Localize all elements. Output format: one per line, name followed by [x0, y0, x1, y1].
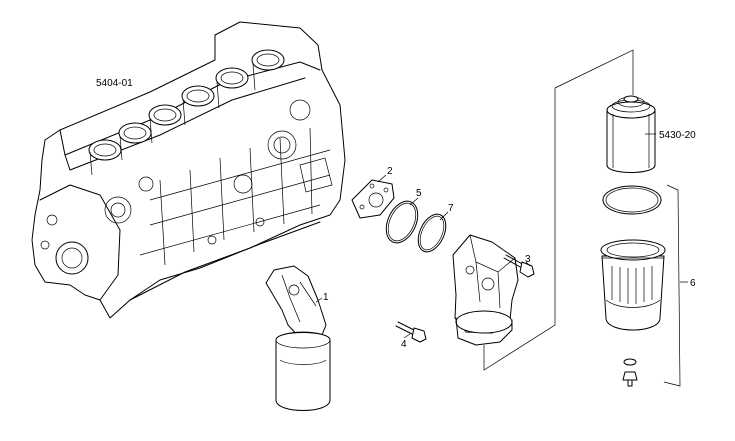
- cylinder-bores: [88, 49, 285, 161]
- leader-lines: [315, 49, 688, 387]
- label-filter-housing: 1: [323, 292, 329, 303]
- bowl-o-ring: [602, 185, 662, 215]
- oil-filter-cartridge: [606, 95, 656, 173]
- label-filter-bowl-group: 6: [690, 278, 696, 289]
- label-engine-block: 5404-01: [96, 78, 133, 89]
- filter-head-adapter: [452, 234, 519, 346]
- o-ring-7: [417, 213, 447, 253]
- label-screw-3: 3: [525, 254, 531, 265]
- o-ring-5: [385, 200, 419, 244]
- screw-4: [395, 321, 427, 343]
- label-o-ring-7: 7: [448, 203, 454, 214]
- screw-3: [503, 254, 535, 278]
- label-filter-cartridge: 5430-20: [659, 130, 696, 141]
- drain-plug: [622, 371, 638, 387]
- gasket-plate: [351, 179, 395, 219]
- engine-block: [31, 21, 346, 319]
- label-screw-4: 4: [401, 339, 407, 350]
- filter-housing: [265, 265, 331, 411]
- label-o-ring-5: 5: [416, 188, 422, 199]
- label-gasket-plate: 2: [387, 166, 393, 177]
- filter-bowl: [600, 239, 666, 331]
- drain-seal: [623, 358, 637, 366]
